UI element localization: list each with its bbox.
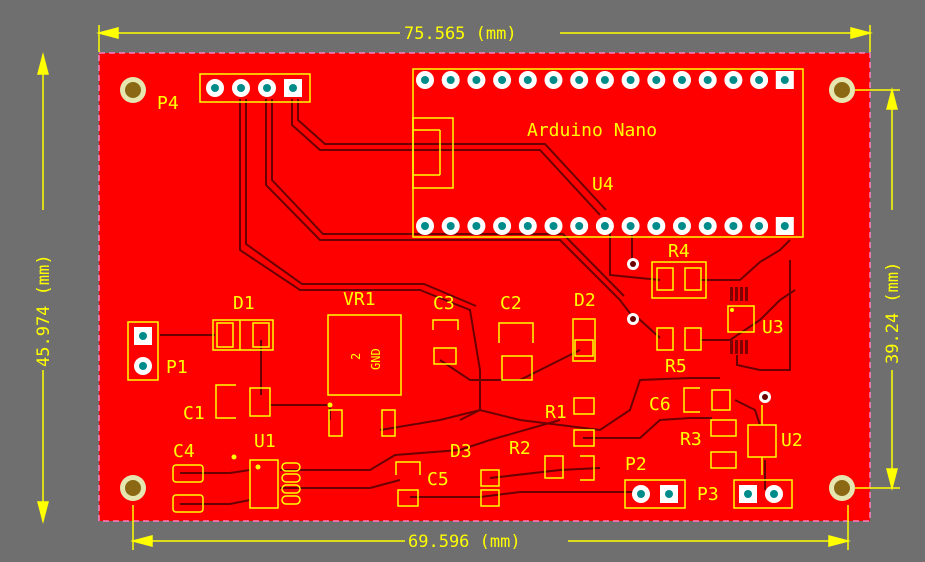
nano-top-drill-5 xyxy=(523,76,532,84)
p2-header xyxy=(624,479,686,509)
arduino-label: Arduino Nano xyxy=(527,120,657,141)
nano-bottom-drill-15 xyxy=(780,222,789,230)
dimension-right: 39.24 (mm) xyxy=(883,262,903,364)
pcb-board xyxy=(98,52,871,522)
c6-label: C6 xyxy=(649,394,671,415)
dimension-lines xyxy=(37,25,900,550)
nano-bottom-drill-8 xyxy=(600,222,609,230)
mounting-holes xyxy=(120,77,855,501)
nano-top-drill-1 xyxy=(421,76,429,84)
nano-top-drill-2 xyxy=(446,76,455,84)
nano-bottom-drill-12 xyxy=(703,222,712,230)
nano-top-drill-12 xyxy=(703,76,712,84)
vr1-pin1-dot xyxy=(327,402,333,408)
vr1-label: VR1 xyxy=(343,289,376,310)
p1-header xyxy=(127,321,159,381)
c2-label: C2 xyxy=(500,293,522,314)
r3-footprint xyxy=(710,419,737,469)
p2-label: P2 xyxy=(625,454,647,475)
nano-top-drill-10 xyxy=(652,76,661,84)
nano-top-drill-7 xyxy=(575,76,584,84)
u1-footprint xyxy=(249,459,301,509)
nano-bottom-drill-5 xyxy=(523,222,532,230)
p4-label: P4 xyxy=(157,93,179,114)
nano-top-drill-8 xyxy=(600,76,609,84)
p3-header xyxy=(733,479,793,509)
nano-bottom-drill-4 xyxy=(498,222,507,230)
c6-footprint xyxy=(683,387,731,413)
r4-label: R4 xyxy=(668,241,690,262)
u1-pin1-dot xyxy=(231,454,237,460)
nano-bottom-drill-13 xyxy=(729,222,738,230)
c5-label: C5 xyxy=(427,469,449,490)
dimension-top: 75.565 (mm) xyxy=(404,24,517,44)
nano-bottom-drill-11 xyxy=(678,222,686,230)
p4-header xyxy=(199,73,311,103)
r3-label: R3 xyxy=(680,429,702,450)
u2-footprint xyxy=(747,405,777,475)
r1-label: R1 xyxy=(545,402,567,423)
nano-bottom-drill-7 xyxy=(575,222,584,230)
nano-bottom-drill-9 xyxy=(626,222,635,230)
vr1-footprint xyxy=(327,314,402,437)
nano-bottom-drill-6 xyxy=(549,222,558,230)
d2-label: D2 xyxy=(574,290,596,311)
c3-label: C3 xyxy=(433,293,455,314)
nano-top-drill-11 xyxy=(678,76,686,84)
nano-top-drill-13 xyxy=(729,76,738,84)
d1-label: D1 xyxy=(233,293,255,314)
nano-top-drill-14 xyxy=(755,76,764,84)
nano-top-drill-9 xyxy=(626,76,635,84)
u1-label: U1 xyxy=(254,431,276,452)
c1-footprint xyxy=(215,384,271,419)
nano-top-drill-4 xyxy=(498,76,507,84)
r1-footprint xyxy=(573,397,595,447)
c2-footprint xyxy=(498,322,534,381)
nano-bottom-drill-2 xyxy=(446,222,455,230)
c4-label: C4 xyxy=(173,441,195,462)
c1-label: C1 xyxy=(183,403,205,424)
vr1-gnd-label: GND xyxy=(369,348,383,370)
nano-bottom-drill-14 xyxy=(755,222,764,230)
d3-footprint xyxy=(395,461,500,507)
dimension-left: 45.974 (mm) xyxy=(34,254,54,367)
d2-footprint xyxy=(572,318,596,362)
nano-bottom-drill-10 xyxy=(652,222,661,230)
u1-pin1-dot-2 xyxy=(255,464,261,470)
nano-top-drill-3 xyxy=(472,76,481,84)
r5-label: R5 xyxy=(665,356,687,377)
nano-top-drill-6 xyxy=(549,76,558,84)
r2-footprint xyxy=(544,455,595,481)
d3-label: D3 xyxy=(450,441,472,462)
nano-bottom-drill-1 xyxy=(421,222,429,230)
p3-label: P3 xyxy=(697,484,719,505)
u3-footprint xyxy=(727,287,755,354)
u3-label: U3 xyxy=(762,317,784,338)
p1-label: P1 xyxy=(166,357,188,378)
d1-footprint xyxy=(212,319,274,351)
u2-label: U2 xyxy=(781,430,803,451)
vr1-pin-label: 2 xyxy=(349,353,363,360)
dimension-bottom: 69.596 (mm) xyxy=(408,532,521,552)
arduino-nano-footprint xyxy=(412,68,804,238)
c3-footprint xyxy=(432,319,459,365)
r4-footprint xyxy=(651,261,707,299)
r5-footprint xyxy=(656,327,702,351)
vias xyxy=(627,258,771,403)
nano-top-drill-15 xyxy=(780,76,789,84)
c4-footprint xyxy=(172,464,204,513)
r2-label: R2 xyxy=(509,438,531,459)
nano-bottom-drill-3 xyxy=(472,222,481,230)
u4-label: U4 xyxy=(592,174,614,195)
